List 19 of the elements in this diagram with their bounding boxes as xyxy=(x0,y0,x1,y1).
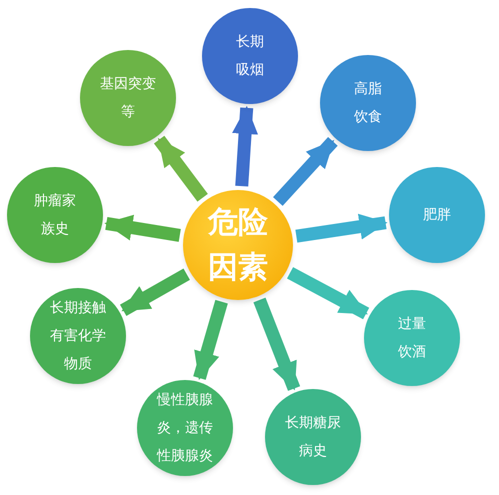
arrow xyxy=(232,106,258,187)
arrow xyxy=(295,214,388,243)
factor-label: 高脂饮食 xyxy=(354,80,382,127)
factor-label: 肥胖 xyxy=(423,206,451,225)
factor-label: 长期吸烟 xyxy=(236,33,264,80)
factor-label: 长期接触有害化学物质 xyxy=(50,299,106,374)
arrow xyxy=(193,300,228,380)
factor-label: 长期糖尿病史 xyxy=(285,414,341,461)
arrow xyxy=(154,136,208,202)
factor-label: 基因突变等 xyxy=(100,75,156,122)
factor-label: 肿瘤家族史 xyxy=(34,192,76,239)
factor-label: 慢性胰腺炎，遗传性胰腺炎 xyxy=(157,391,213,466)
title-label: 危险因素 xyxy=(208,204,268,287)
arrow xyxy=(286,267,370,320)
arrow xyxy=(273,136,338,206)
arrow xyxy=(253,298,300,391)
arrow xyxy=(104,214,181,242)
arrow xyxy=(120,268,190,316)
factor-label: 过量饮酒 xyxy=(398,315,426,362)
